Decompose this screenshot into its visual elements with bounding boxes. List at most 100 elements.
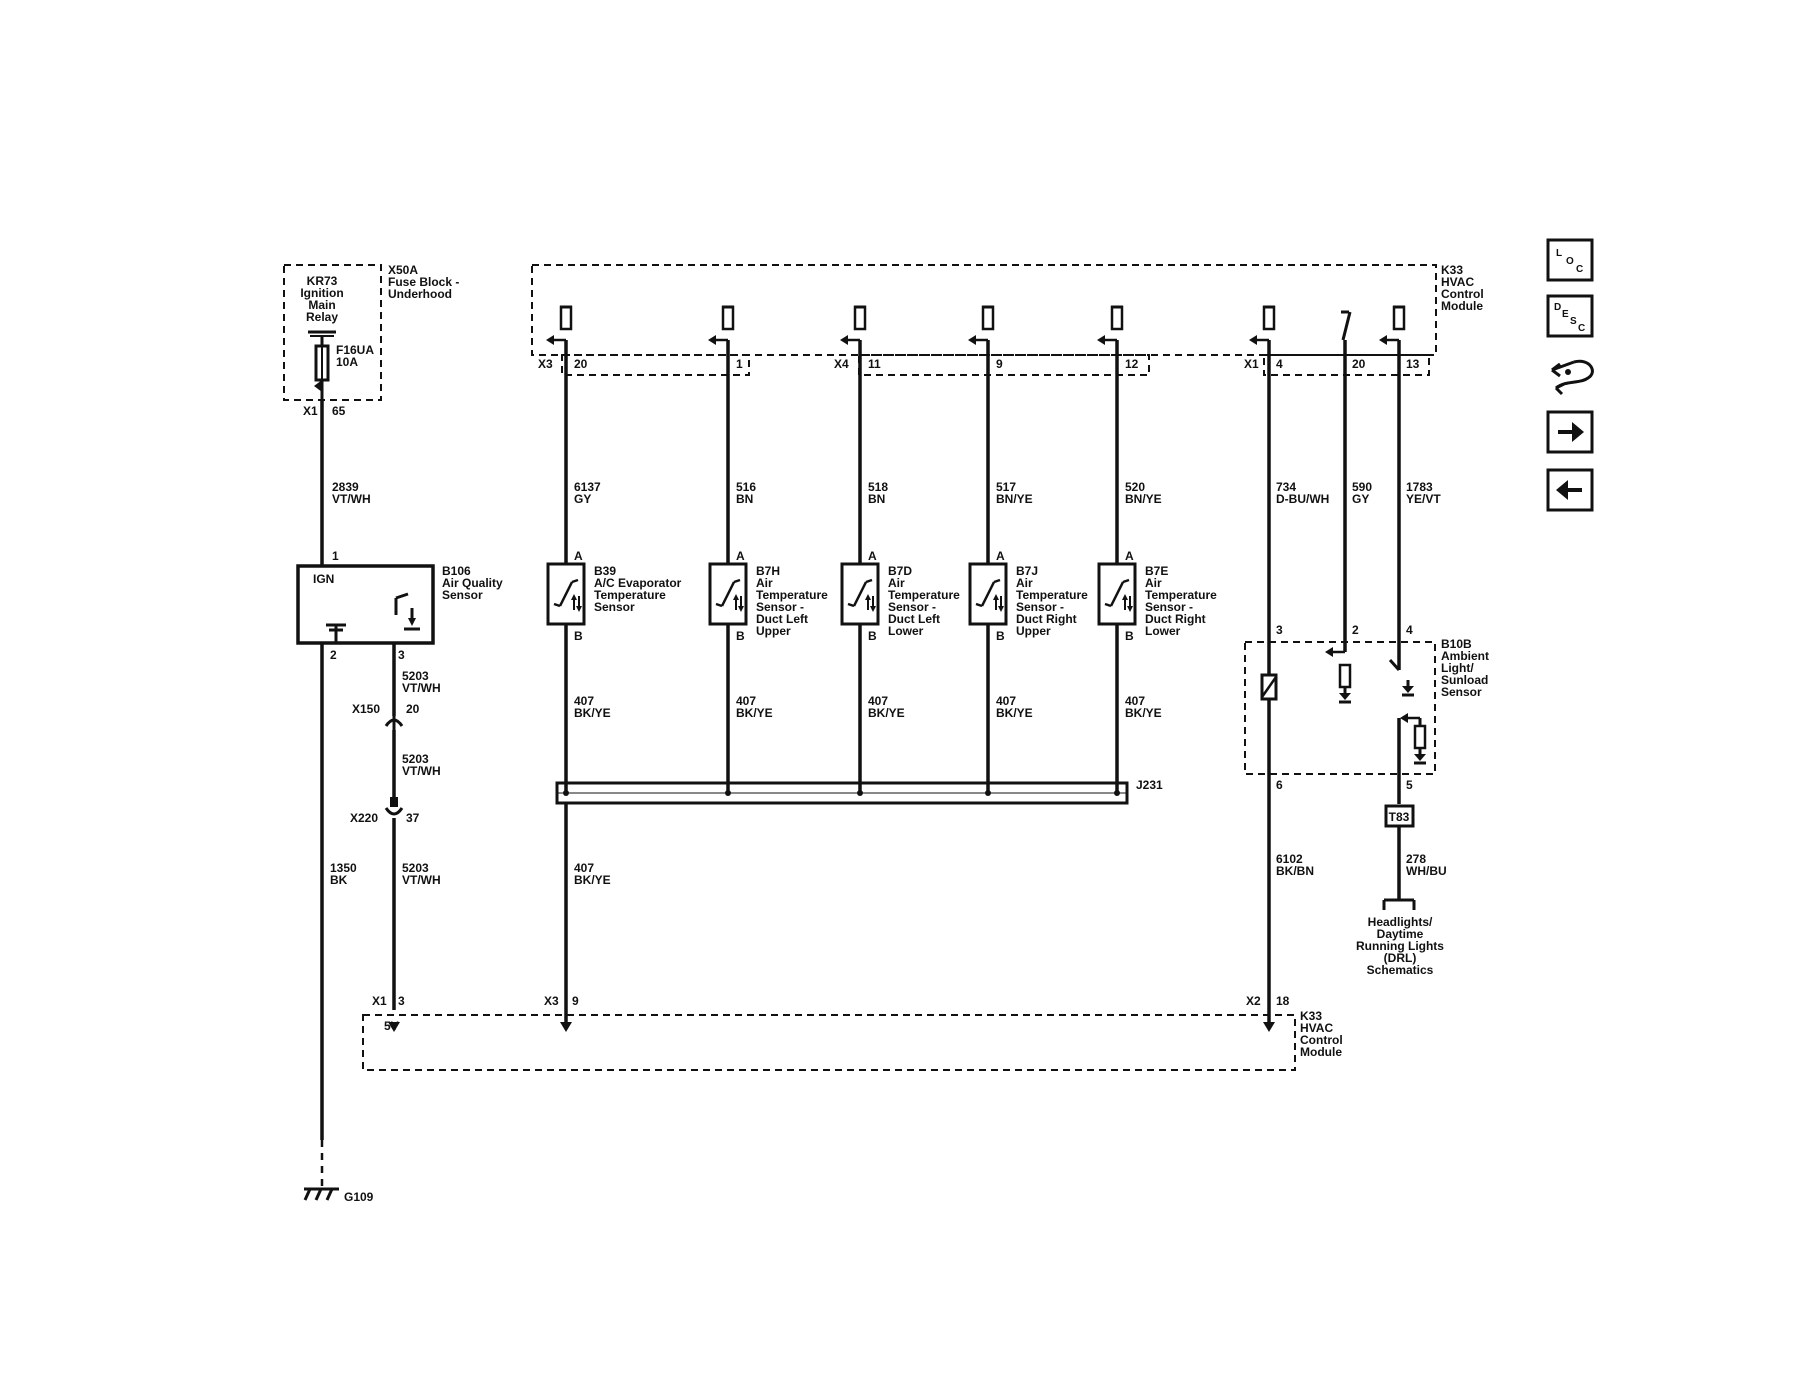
sensor-pin: 1 (736, 357, 743, 371)
amb-w3-color: YE/VT (1406, 492, 1441, 506)
x220-label: X220 (350, 811, 378, 825)
sensor-name-5: Upper (756, 624, 791, 638)
sensor-name-5: Upper (1016, 624, 1051, 638)
drl-dest-3: Running Lights (1356, 939, 1444, 953)
amb-name-2: Light/ (1441, 661, 1474, 675)
location-button[interactable]: L O C (1546, 238, 1594, 282)
sensor-return-color: BK/YE (736, 706, 773, 720)
hvac-module-top: K33 HVAC Control Module X3 X4 X1 (531, 263, 1484, 376)
aq-seg1-color: VT/WH (402, 681, 441, 695)
amb-w3-circuit: 1783 (1406, 480, 1433, 494)
amb-out-circuit: 278 (1406, 852, 1426, 866)
sensor-pin-b: B (574, 629, 583, 643)
previous-page-button[interactable] (1546, 468, 1594, 512)
sensor-id: B7J (1016, 564, 1038, 578)
sensor-name-2: Temperature (1016, 588, 1088, 602)
fuse-block-name-1: Fuse Block - (388, 275, 459, 289)
amb-term-2-icon (1323, 645, 1353, 704)
sensor-name-1: Air (1145, 576, 1162, 590)
sensor-pin-a: A (868, 549, 877, 563)
x150-label: X150 (352, 702, 380, 716)
amb-w2-color: GY (1352, 492, 1369, 506)
amb-name-4: Sensor (1441, 685, 1482, 699)
bottom-x2-pin: 18 (1276, 994, 1290, 1008)
sensor-return-circuit: 407 (1125, 694, 1145, 708)
x150-pin: 20 (406, 702, 420, 716)
drl-dest-5: Schematics (1367, 963, 1434, 977)
x150-inline-connector-icon (384, 716, 404, 730)
sensor-pin-a: A (574, 549, 583, 563)
amb-pin-6: 6 (1276, 778, 1283, 792)
amb-w3-pin: 13 (1406, 357, 1420, 371)
aq-ground-icon (326, 623, 346, 643)
amb-name-3: Sunload (1441, 673, 1488, 687)
amb-low-color: BK/BN (1276, 864, 1314, 878)
next-page-button[interactable] (1546, 410, 1594, 454)
sensor-name-3: Sensor - (888, 600, 936, 614)
amb-out-color: WH/BU (1406, 864, 1447, 878)
amb-low-circuit: 6102 (1276, 852, 1303, 866)
fuse-block-x50a: X50A Fuse Block - Underhood KR73 Ignitio… (283, 263, 459, 418)
sensor-name-5: Lower (888, 624, 924, 638)
hvac-top-l1: HVAC (1441, 275, 1474, 289)
aq-seg2-color: VT/WH (402, 764, 441, 778)
sensor-name-4: Duct Right (1016, 612, 1077, 626)
ground-wire-circuit: 1350 (330, 861, 357, 875)
bottom-x3-conn: X3 (544, 994, 559, 1008)
sensor-name-5: Lower (1145, 624, 1181, 638)
sensor-pin-b: B (996, 629, 1005, 643)
fuse-rating: 10A (336, 355, 358, 369)
ambient-top-switch-icon (1341, 310, 1352, 341)
amb-w1-circuit: 734 (1276, 480, 1296, 494)
sensor-circuit: 516 (736, 480, 756, 494)
amb-id: B10B (1441, 637, 1472, 651)
loc-letter-o: O (1566, 256, 1574, 267)
aq-seg3-circuit: 5203 (402, 861, 429, 875)
amb-pin-5: 5 (1406, 778, 1413, 792)
desc-letter-e: E (1562, 309, 1569, 320)
sensor-circuit: 6137 (574, 480, 601, 494)
ground-id: G109 (344, 1190, 374, 1204)
connector-view-icon[interactable] (1551, 359, 1594, 396)
conn-x4-top: X4 (834, 357, 849, 371)
sensor-name-1: A/C Evaporator (594, 576, 682, 590)
amb-w2-pin: 20 (1352, 357, 1366, 371)
sensor-id: B39 (594, 564, 616, 578)
sensor-circuit: 520 (1125, 480, 1145, 494)
fuse-pin: 65 (332, 404, 346, 418)
sensor-pin-a: A (996, 549, 1005, 563)
return-main-wire: 407 BK/YE (560, 803, 611, 1032)
hvac-top-l3: Module (1441, 299, 1483, 313)
fuse-id: F16UA (336, 343, 374, 357)
sensor-circuit: 518 (868, 480, 888, 494)
sensor-pin-b: B (736, 629, 745, 643)
sensor-color: BN/YE (996, 492, 1033, 506)
sensor-return-color: BK/YE (574, 706, 611, 720)
aq-pin-2: 2 (330, 648, 337, 662)
bottom-x1-conn: X1 (372, 994, 387, 1008)
sensor-name-2: Temperature (594, 588, 666, 602)
aq-ign-label: IGN (313, 572, 334, 586)
thermistor-icon (546, 562, 586, 626)
aq-switch-icon (394, 592, 420, 631)
arrow-right-icon (1558, 422, 1584, 442)
drl-dest-2: Daytime (1377, 927, 1424, 941)
ambient-sensor-wiring: 4 20 13 734 D-BU/WH 590 GY 1783 YE/VT 3 … (1244, 305, 1489, 1032)
relay-label-2: Ignition (300, 286, 343, 300)
relay-label-1: KR73 (307, 274, 338, 288)
desc-letter-c: C (1578, 323, 1585, 334)
aq-name-1: Air Quality (442, 576, 503, 590)
aq-pin-1: 1 (332, 549, 339, 563)
bottom-x1-pin: 3 (398, 994, 405, 1008)
sensor-return-color: BK/YE (868, 706, 905, 720)
description-button[interactable]: D E S C (1546, 294, 1594, 338)
sensor-name-4: Duct Left (888, 612, 940, 626)
sensor-name-4: Duct Left (756, 612, 808, 626)
aq-seg3-color: VT/WH (402, 873, 441, 887)
amb-photodiode-icon (1260, 673, 1278, 701)
sensor-name-2: Temperature (1145, 588, 1217, 602)
sensor-pin: 20 (574, 357, 588, 371)
